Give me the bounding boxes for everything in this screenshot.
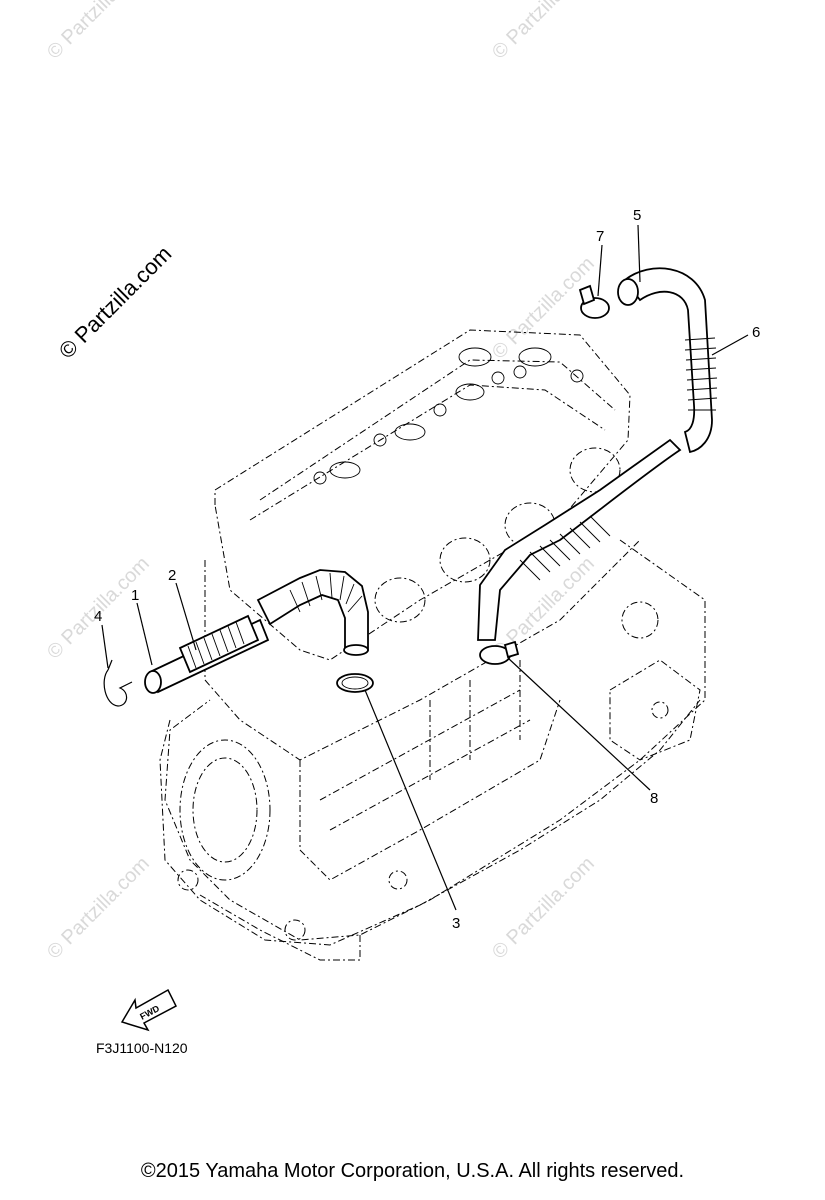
copyright-notice: ©2015 Yamaha Motor Corporation, U.S.A. A…	[140, 1160, 685, 1182]
watermark: © Partzilla.com	[43, 853, 154, 964]
callout-label-8: 8	[650, 790, 658, 807]
fwd-arrow-icon: FWD	[120, 988, 177, 1032]
breather-hose-right	[477, 267, 718, 641]
watermark: © Partzilla.com	[43, 0, 154, 64]
hose-clamp-top	[578, 284, 610, 319]
callout-label-1: 1	[131, 587, 139, 604]
callout-label-3: 3	[452, 915, 460, 932]
watermark: © Partzilla.com	[488, 0, 599, 64]
callout-label-2: 2	[168, 567, 176, 584]
leader-lines	[101, 224, 749, 911]
callout-label-6: 6	[752, 324, 760, 341]
o-ring	[336, 673, 374, 693]
callout-label-5: 5	[633, 207, 641, 224]
watermark: © Partzilla.com	[488, 853, 599, 964]
breather-hose-left	[144, 569, 369, 694]
callout-labels: 1 2 3 4 5 6 7 8	[94, 207, 760, 932]
watermark-group: © Partzilla.com © Partzilla.com © Partzi…	[43, 0, 599, 964]
watermark-main: © Partzilla.com	[54, 241, 177, 364]
figure-code: F3J1100-N120	[96, 1040, 188, 1056]
hose-clamp-bottom	[479, 640, 520, 665]
wire-clip	[103, 659, 133, 707]
callout-label-7: 7	[596, 228, 604, 245]
callout-label-4: 4	[94, 608, 102, 625]
